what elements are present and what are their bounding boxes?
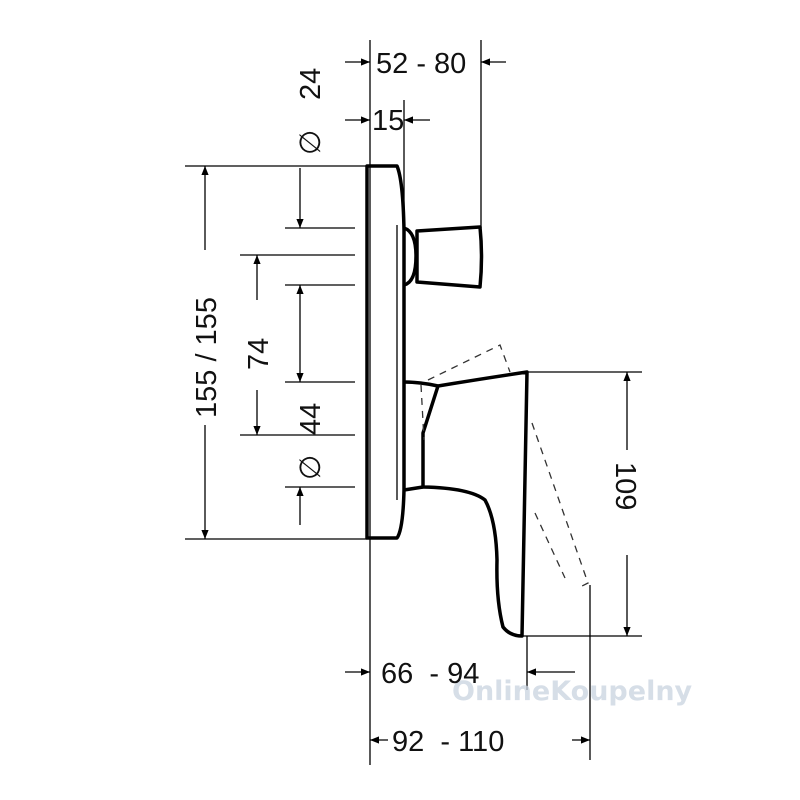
dim-lever-height: 109 bbox=[609, 462, 641, 510]
dim-plate-height: 155 / 155 bbox=[191, 297, 223, 418]
diverter-knob bbox=[403, 225, 484, 289]
dim-lever-diameter: 44 bbox=[295, 403, 327, 435]
lever-swing-outline bbox=[420, 344, 589, 589]
dim-lever-projection: 66 - 94 bbox=[381, 658, 479, 690]
mixer-lever bbox=[403, 370, 529, 638]
wall-plate bbox=[365, 164, 406, 540]
extension-lines bbox=[185, 40, 642, 765]
diameter-symbol-lever: ∅ bbox=[295, 455, 327, 480]
diameter-symbol-knob: ∅ bbox=[295, 130, 327, 155]
dim-top-depth: 52 - 80 bbox=[376, 48, 466, 80]
dim-center-distance: 74 bbox=[243, 338, 275, 370]
dim-knob-offset: 15 bbox=[372, 105, 404, 137]
dim-total-projection: 92 - 110 bbox=[392, 726, 504, 758]
dimension-arrows bbox=[201, 58, 631, 744]
watermark: OnlineKoupelny bbox=[452, 676, 693, 707]
dim-knob-diameter: 24 bbox=[295, 68, 327, 100]
